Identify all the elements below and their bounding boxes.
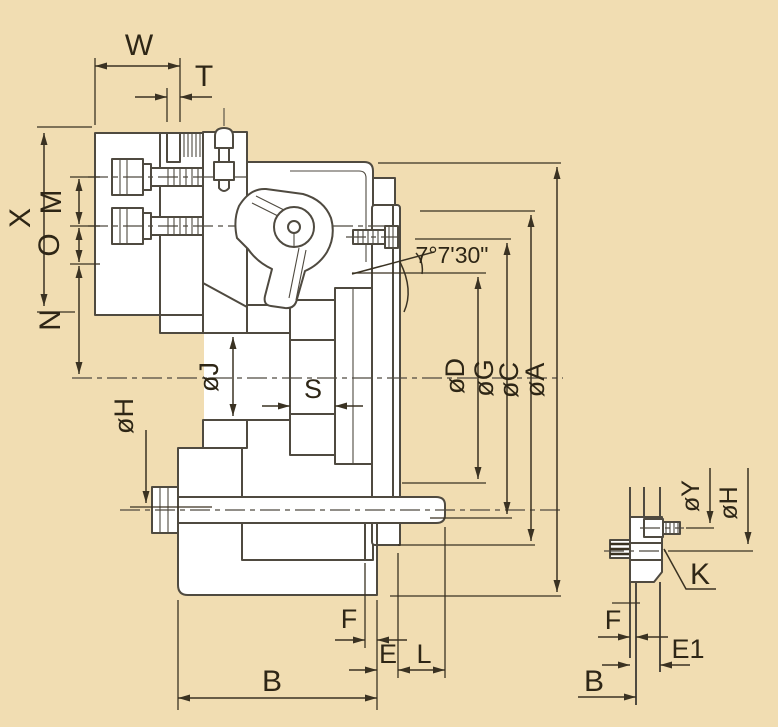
- dim-label-n: N: [34, 309, 67, 331]
- main-view-parts: [72, 108, 563, 596]
- dim-label-l: L: [416, 639, 431, 669]
- detail-dim-label-k: K: [690, 558, 710, 591]
- detail-dim-label-dia-h: øH: [715, 486, 743, 519]
- dim-label-w: W: [125, 29, 154, 62]
- bell-crank-lever: [234, 187, 334, 310]
- detail-dim-label-f: F: [605, 605, 622, 635]
- detail-dim-label-dia-y: øY: [677, 480, 705, 512]
- dim-label-dia-h: øH: [109, 398, 139, 434]
- detail-dim-label-e1: E1: [671, 634, 704, 664]
- main-view-dimensions: W T X M O N øH øJ S øD øG øC øA: [4, 29, 561, 710]
- dim-label-m: M: [35, 190, 68, 215]
- dim-label-s: S: [304, 374, 322, 404]
- dim-label-dia-g: øG: [469, 359, 499, 397]
- dim-label-dia-a: øA: [520, 363, 550, 398]
- stop-stud: [213, 108, 235, 192]
- detail-jaw-lower: [629, 559, 663, 583]
- detail-view-dimensions: øY øH K F E1 B: [578, 468, 753, 701]
- dim-label-o: O: [33, 233, 66, 256]
- dim-label-dia-j: øJ: [194, 362, 224, 392]
- detail-view-parts: [604, 487, 684, 705]
- dim-label-t: T: [195, 60, 213, 93]
- dim-label-f: F: [341, 604, 358, 634]
- angle-label: 7°7'30": [416, 242, 489, 268]
- detail-dim-label-b: B: [584, 665, 604, 698]
- dim-label-b: B: [262, 665, 282, 698]
- front-plate-lower: [202, 419, 248, 449]
- dim-label-x: X: [4, 208, 37, 228]
- adapter-plate: [371, 204, 401, 546]
- lever-pivot: [273, 206, 315, 248]
- jaw-bolt-2: [88, 207, 390, 245]
- dim-label-e: E: [379, 639, 397, 669]
- dim-label-dia-d: øD: [440, 358, 470, 394]
- rear-bolt: [346, 225, 404, 249]
- dim-label-dia-c: øC: [494, 362, 524, 398]
- jaw-bolt-1: [88, 158, 252, 196]
